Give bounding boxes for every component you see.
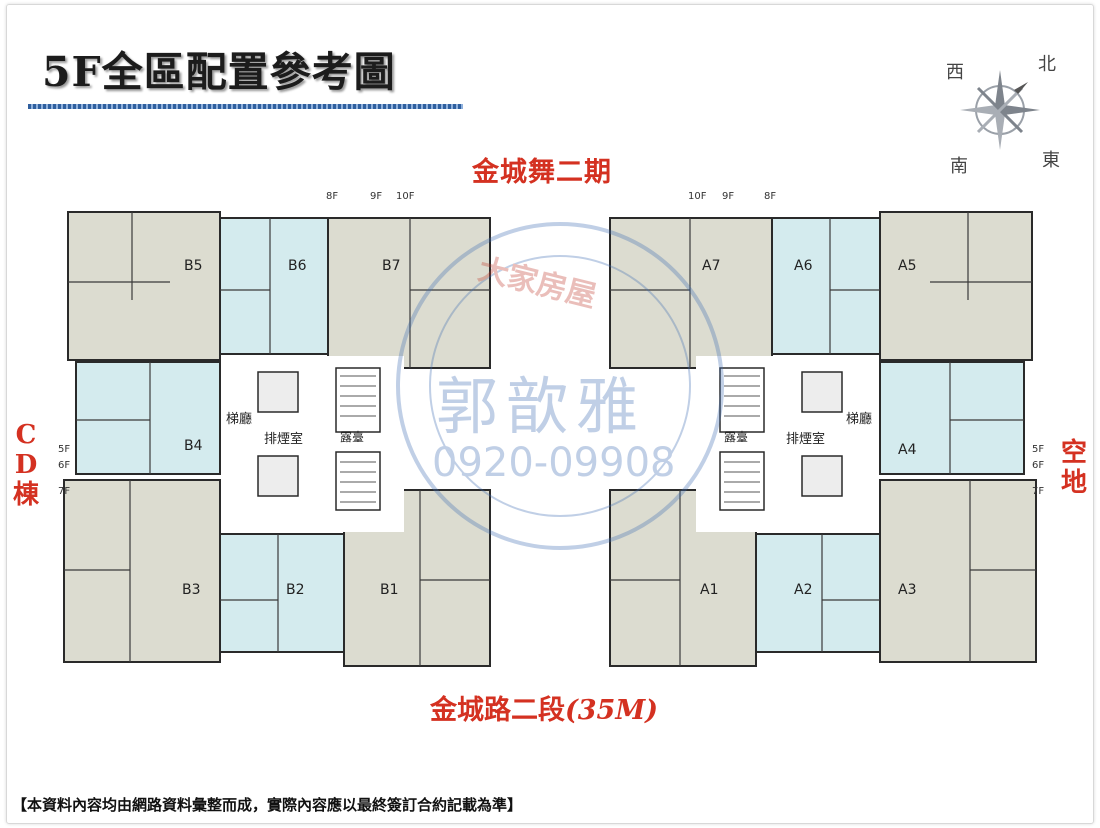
unit-label-b2: B2 bbox=[286, 582, 305, 598]
unit-label-a6: A6 bbox=[794, 258, 813, 274]
unit-label-a1: A1 bbox=[700, 582, 719, 598]
side-right-char: 空 bbox=[1060, 438, 1087, 468]
unit-label-b3: B3 bbox=[182, 582, 201, 598]
core-lobby-b: 梯廳 bbox=[226, 412, 253, 427]
floor-marker: 6F bbox=[1032, 460, 1045, 471]
compass-north: 北 bbox=[1038, 54, 1056, 75]
title-underline bbox=[28, 104, 463, 109]
unit-label-a5: A5 bbox=[898, 258, 917, 274]
compass-east: 東 bbox=[1042, 150, 1060, 171]
unit-label-a7: A7 bbox=[702, 258, 721, 274]
floor-marker: 8F bbox=[764, 191, 777, 202]
floor-plan-building-a: A7 A6 A5 A4 A1 A2 A3 梯廳 排煙室 露臺 10F 9F 8F… bbox=[600, 190, 1060, 670]
compass-south: 南 bbox=[950, 156, 968, 177]
road-label-top: 金城舞二期 bbox=[472, 157, 612, 188]
floor-marker: 5F bbox=[1032, 444, 1045, 455]
core-smoke-room-a: 排煙室 bbox=[786, 432, 826, 447]
side-left-char: 棟 bbox=[12, 480, 39, 510]
side-label-left: C D 棟 bbox=[10, 420, 42, 510]
floor-marker: 8F bbox=[326, 191, 339, 202]
page-frame bbox=[6, 4, 1094, 824]
disclaimer-footnote: 【本資料內容均由網路資料彙整而成，實際內容應以最終簽訂合約記載為準】 bbox=[12, 796, 523, 814]
unit-label-a4: A4 bbox=[898, 442, 917, 458]
compass-west: 西 bbox=[946, 62, 964, 83]
unit-label-b4: B4 bbox=[184, 438, 203, 454]
core-lobby-a: 梯廳 bbox=[846, 412, 873, 427]
road-name: 金城路二段 bbox=[430, 695, 565, 726]
core-smoke-room-b: 排煙室 bbox=[264, 432, 304, 447]
unit-label-b1: B1 bbox=[380, 582, 399, 598]
floor-marker: 7F bbox=[58, 486, 71, 497]
side-right-char: 地 bbox=[1060, 468, 1087, 498]
floor-marker: 9F bbox=[722, 191, 735, 202]
page-title: 5F全區配置參考圖 bbox=[42, 48, 396, 96]
side-left-char: C bbox=[15, 420, 37, 450]
floor-marker: 10F bbox=[688, 191, 707, 202]
unit-label-b6: B6 bbox=[288, 258, 307, 274]
unit-label-b5: B5 bbox=[184, 258, 203, 274]
floor-marker: 9F bbox=[370, 191, 383, 202]
floor-marker: 10F bbox=[396, 191, 415, 202]
floor-marker: 7F bbox=[1032, 486, 1045, 497]
compass-icon bbox=[960, 70, 1040, 150]
road-label-bottom: 金城路二段(35M) bbox=[430, 688, 658, 727]
unit-label-a3: A3 bbox=[898, 582, 917, 598]
floor-plan-b-drawing bbox=[63, 211, 491, 667]
compass-rose: 西 北 南 東 bbox=[940, 48, 1070, 178]
road-width: (35M) bbox=[565, 695, 659, 726]
core-terrace-b: 露臺 bbox=[340, 430, 365, 444]
side-left-char: D bbox=[14, 450, 38, 480]
floor-marker: 6F bbox=[58, 460, 71, 471]
unit-label-b7: B7 bbox=[382, 258, 401, 274]
floor-plan-building-b: B5 B6 B7 B4 B3 B2 B1 梯廳 排煙室 露臺 8F 9F 10F… bbox=[40, 190, 500, 670]
core-terrace-a: 露臺 bbox=[724, 430, 749, 444]
side-label-right: 空 地 bbox=[1058, 438, 1090, 498]
floor-plan-a-drawing bbox=[609, 211, 1037, 667]
floor-marker: 5F bbox=[58, 444, 71, 455]
unit-label-a2: A2 bbox=[794, 582, 813, 598]
